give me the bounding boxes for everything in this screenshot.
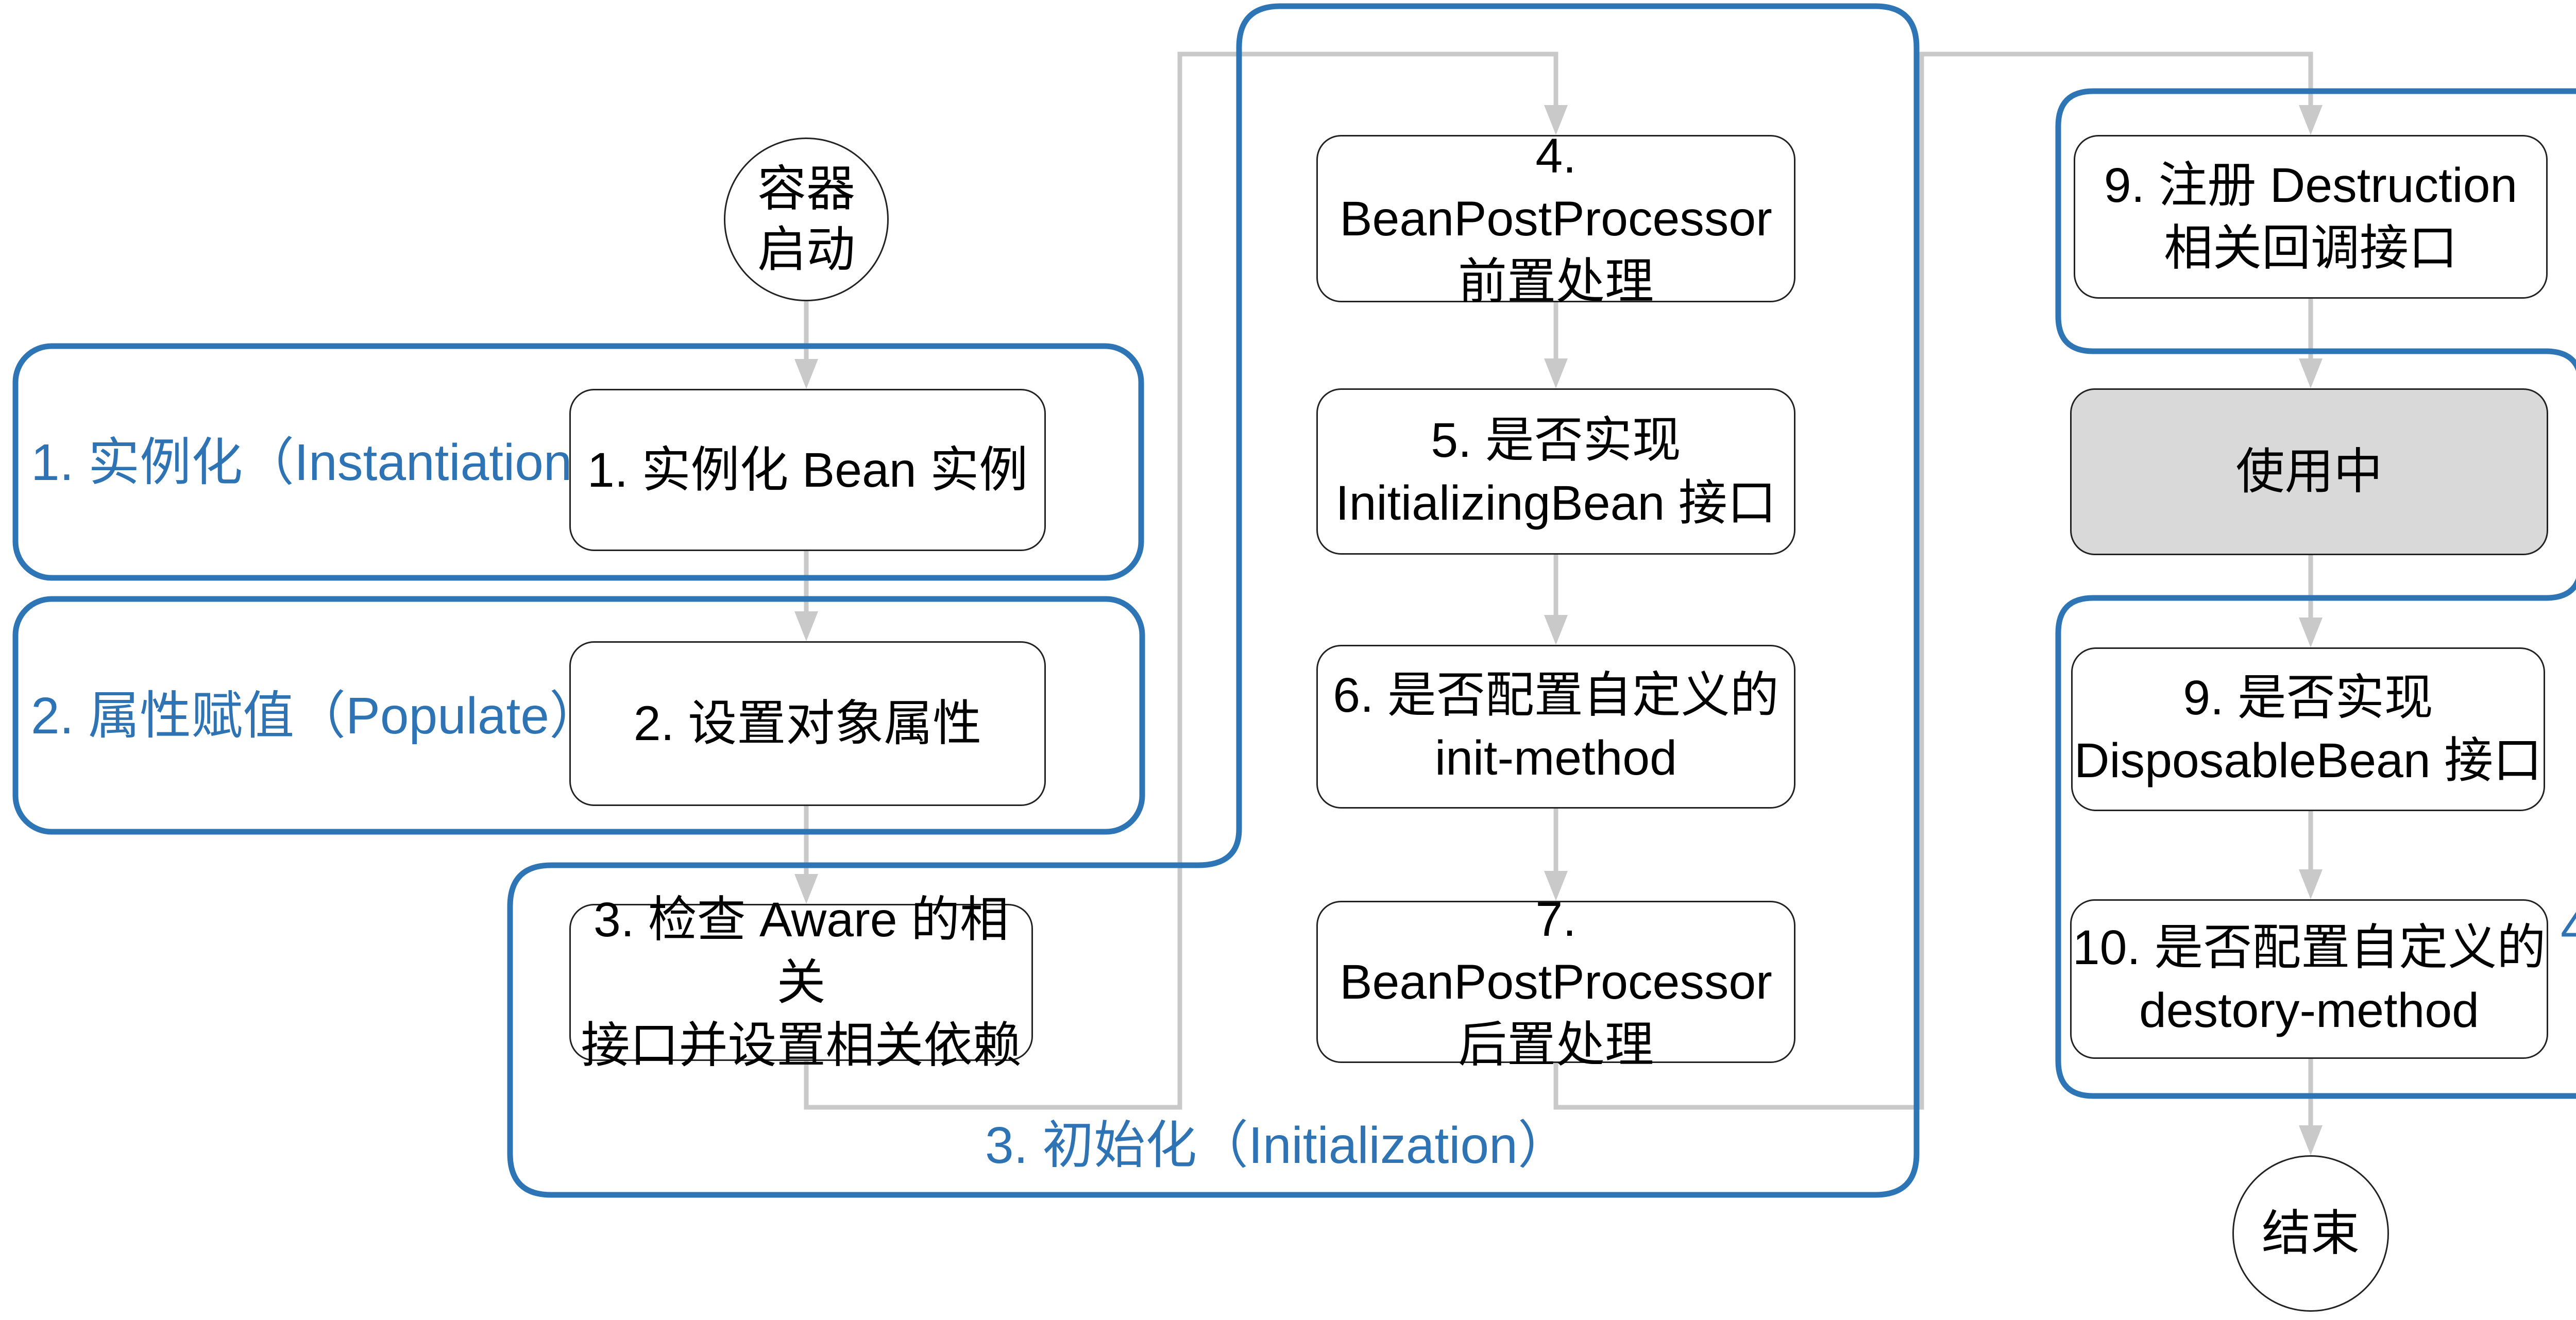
start-node-label-line2: 启动 — [757, 222, 855, 277]
connector-step4-to-step5 — [1544, 302, 1568, 388]
step6-node-label-line2: init-method — [1435, 731, 1677, 785]
group-destruction-outline — [2055, 88, 2576, 1099]
connector-step7-to-step9a — [1553, 52, 2323, 1110]
step9b-node-label-line2: DisposableBean 接口 — [2074, 733, 2543, 788]
step9a-node-label-line1: 9. 注册 Destruction — [2104, 158, 2518, 213]
step9a-node-label-line2: 相关回调接口 — [2163, 221, 2458, 276]
step4-node-label-line2: 前置处理 — [1458, 254, 1654, 309]
connector-step3-to-step4 — [804, 52, 1568, 1110]
group-label-instantiation: 1. 实例化（Instantiation） — [31, 434, 624, 491]
step2-node: 2. 设置对象属性 — [569, 641, 1046, 806]
group-label-destruction: 4. 销毁（Destruction） — [2561, 898, 2576, 956]
step5-node: 5. 是否实现 InitializingBean 接口 — [1316, 388, 1795, 555]
step4-node: 4. BeanPostProcessor 前置处理 — [1316, 129, 1795, 309]
inuse-node-label: 使用中 — [2235, 444, 2383, 499]
step2-node-label: 2. 设置对象属性 — [633, 696, 982, 751]
connector-step9a-to-inuse — [2299, 299, 2323, 388]
step9b-node-label-line1: 9. 是否实现 — [2183, 671, 2433, 725]
step5-node-label-line2: InitializingBean 接口 — [1335, 475, 1776, 530]
step10-node: 10. 是否配置自定义的 destory-method — [2070, 899, 2548, 1059]
step4-node-label-line1: 4. BeanPostProcessor — [1340, 128, 1772, 246]
inuse-node: 使用中 — [2070, 388, 2548, 555]
group-label-initialization: 3. 初始化（Initialization） — [985, 1117, 1569, 1174]
step3-node-label-line1: 3. 检查 Aware 的相关 — [594, 892, 1009, 1010]
step1-node-label: 1. 实例化 Bean 实例 — [587, 442, 1028, 498]
step5-node-label-line1: 5. 是否实现 — [1431, 413, 1681, 468]
connector-step9b-to-step10 — [2299, 811, 2323, 899]
step9b-node: 9. 是否实现 DisposableBean 接口 — [2071, 647, 2545, 811]
connector-step10-to-end — [2299, 1059, 2323, 1155]
connector-step6-to-step7 — [1544, 809, 1568, 901]
step3-node-label-line2: 接口并设置相关依赖 — [581, 1018, 1022, 1073]
group-label-populate: 2. 属性赋值（Populate） — [31, 687, 601, 745]
end-node: 结束 — [2232, 1155, 2389, 1312]
group-instantiation-outline — [12, 343, 1144, 581]
start-node-label-line1: 容器 — [757, 162, 855, 216]
group-initialization-outline — [507, 3, 1920, 1198]
step6-node: 6. 是否配置自定义的 init-method — [1316, 645, 1795, 809]
step10-node-label-line2: destory-method — [2139, 983, 2480, 1038]
step6-node-label-line1: 6. 是否配置自定义的 — [1333, 668, 1779, 723]
step10-node-label-line1: 10. 是否配置自定义的 — [2072, 920, 2546, 975]
step7-node-label-line1: 7. BeanPostProcessor — [1340, 892, 1772, 1009]
step9a-node: 9. 注册 Destruction 相关回调接口 — [2074, 135, 2548, 299]
connector-start-to-step1 — [794, 301, 818, 389]
connector-inuse-to-step9b — [2299, 555, 2323, 647]
step1-node: 1. 实例化 Bean 实例 — [569, 389, 1046, 551]
step7-node: 7. BeanPostProcessor 后置处理 — [1316, 892, 1795, 1072]
connector-step5-to-step6 — [1544, 555, 1568, 645]
group-populate-outline — [12, 596, 1145, 835]
step3-node: 3. 检查 Aware 的相关 接口并设置相关依赖 — [569, 893, 1033, 1073]
end-node-label: 结束 — [2261, 1206, 2360, 1261]
start-node: 容器 启动 — [724, 138, 889, 301]
step7-node-label-line2: 后置处理 — [1458, 1017, 1654, 1072]
